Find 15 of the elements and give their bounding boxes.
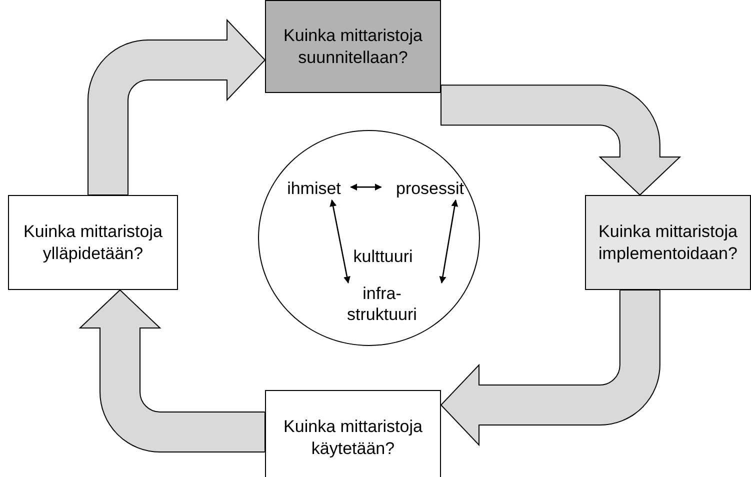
question-box: Kuinka mittaristoja implementoidaan?	[585, 195, 751, 290]
double-arrow	[330, 199, 350, 284]
question-box: Kuinka mittaristoja suunnitellaan?	[265, 0, 441, 93]
double-arrow	[350, 184, 382, 191]
curved-block-arrow	[440, 290, 660, 446]
concept-label: infra- struktuuri	[341, 283, 423, 325]
circle-label: kulttuuri	[352, 246, 414, 267]
curved-block-arrow	[80, 290, 266, 452]
question-box: Kuinka mittaristoja ylläpidetään?	[8, 195, 178, 290]
question-box: Kuinka mittaristoja käytetään?	[265, 390, 441, 477]
concept-label: prosessit	[384, 178, 476, 199]
double-arrow	[439, 199, 458, 284]
curved-block-arrow	[440, 84, 680, 196]
curved-block-arrow	[88, 20, 266, 196]
concept-label: ihmiset	[279, 178, 349, 199]
